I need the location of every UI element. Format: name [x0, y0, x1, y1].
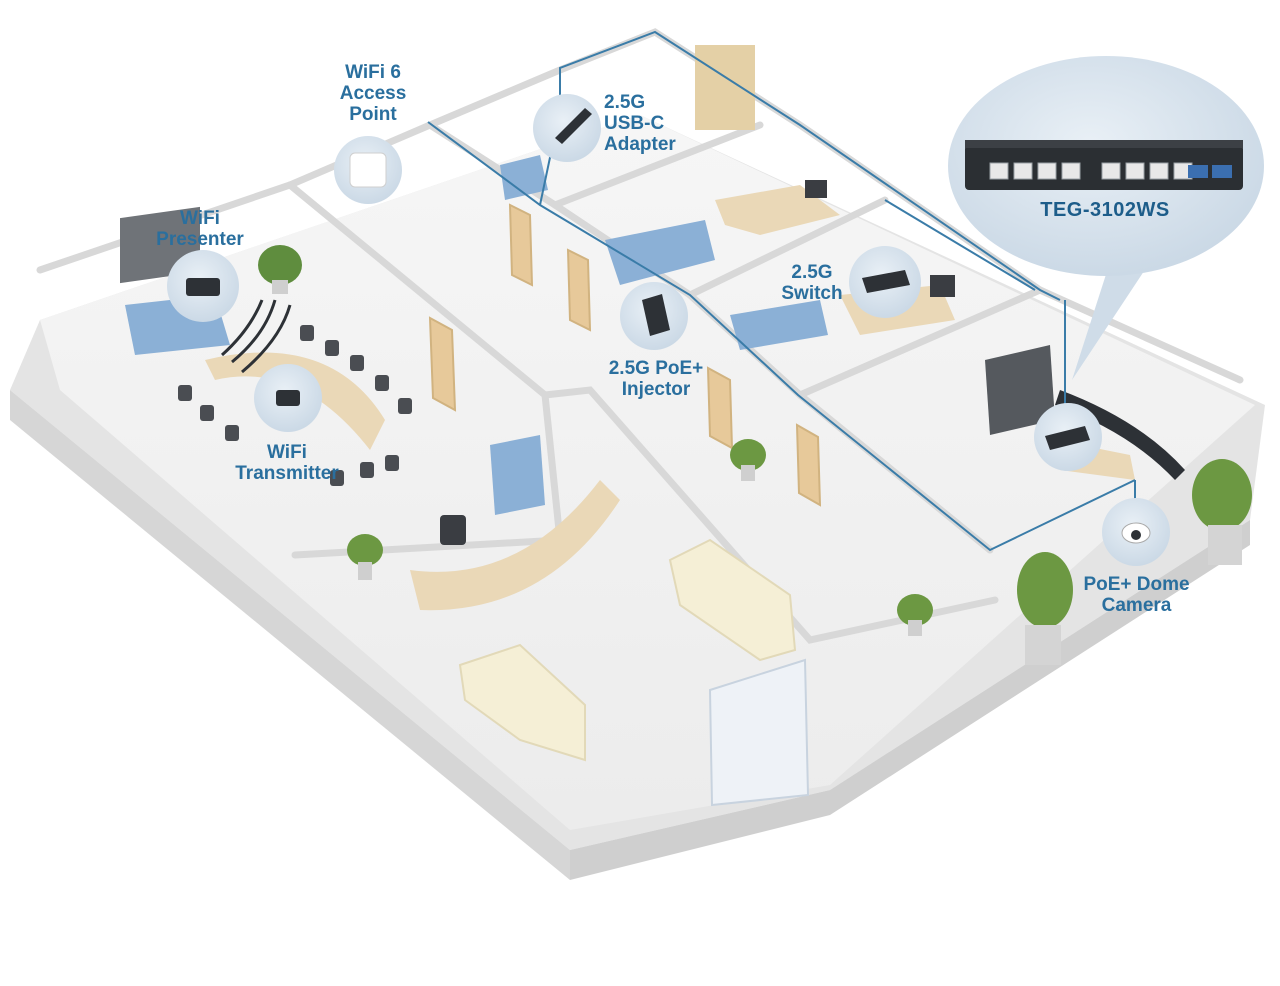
rj45-port [989, 162, 1009, 180]
usb-adapter-icon [533, 94, 601, 162]
product-model-label: TEG-3102WS [1040, 199, 1170, 221]
plant-icon [730, 439, 766, 481]
label-usbc-adapter: 2.5G USB-C Adapter [604, 92, 676, 155]
rj45-port [1013, 162, 1033, 180]
plant-icon [258, 245, 302, 294]
plant-icon [1192, 459, 1252, 565]
product-bubble [948, 56, 1264, 276]
rj45-port [1061, 162, 1081, 180]
label-switch: 2.5G Switch [781, 262, 843, 304]
presenter-icon [167, 250, 239, 322]
label-dome-camera: PoE+ Dome Camera [1083, 574, 1190, 616]
switch-device-icon [965, 140, 1243, 190]
reception-desk [410, 480, 620, 611]
conference-table [205, 352, 385, 450]
network-switch-icon [849, 246, 921, 318]
label-wifi6-ap: WiFi 6 Access Point [339, 62, 407, 125]
office-chair [440, 515, 466, 545]
cream-sofa-1 [458, 643, 586, 762]
server-cabinet [985, 345, 1055, 435]
office-sofa-1 [500, 155, 548, 200]
sfp-port [1212, 165, 1232, 178]
plant-icon [897, 594, 933, 636]
transmitter-icon [254, 364, 322, 432]
lobby [347, 435, 1252, 807]
office-sofa-2 [605, 220, 715, 285]
plant-icon [347, 534, 383, 580]
label-poe-injector: 2.5G PoE+ Injector [608, 358, 704, 400]
entrance-door [708, 658, 810, 807]
cream-sofa-2 [668, 538, 797, 662]
monitor-2 [930, 275, 955, 297]
conference-chairs [178, 325, 412, 486]
office-sofa-3 [730, 300, 828, 350]
sfp-port [1188, 165, 1208, 178]
rj45-port [1037, 162, 1057, 180]
label-wifi-transmitter: WiFi Transmitter [235, 442, 339, 484]
filing-cabinet [490, 435, 545, 515]
monitor-1 [805, 180, 827, 198]
rj45-port [1125, 162, 1145, 180]
rj45-port [1101, 162, 1121, 180]
poe-injector-icon [620, 282, 688, 350]
rj45-port [1149, 162, 1169, 180]
label-wifi-presenter: WiFi Presenter [156, 208, 244, 250]
callout-pointer [1072, 262, 1150, 380]
network-cabling [427, 30, 1136, 552]
wifi-signal-waves [221, 299, 292, 374]
dome-camera-icon [1102, 498, 1170, 566]
plant-icon [1017, 552, 1073, 665]
managed-switch-icon [1034, 403, 1102, 471]
access-point-icon [334, 136, 402, 204]
doors [428, 203, 822, 507]
bookshelf [695, 45, 755, 130]
